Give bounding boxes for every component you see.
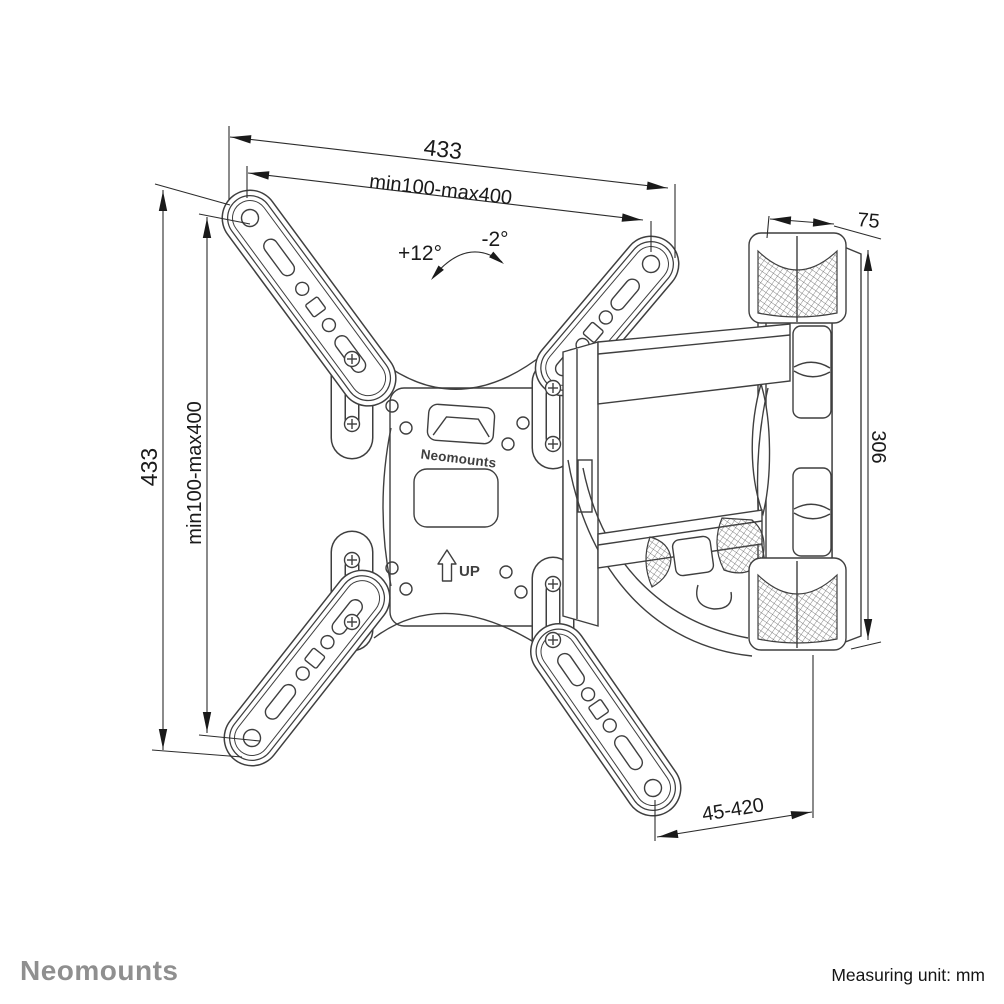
arrowhead (202, 712, 212, 732)
handle-slot (426, 403, 496, 445)
screw (544, 435, 562, 453)
screw (343, 551, 361, 569)
wall-plate-top-cover (748, 232, 847, 324)
arrowhead (621, 213, 642, 222)
arrowhead (812, 218, 833, 227)
vesa-screw-holes (385, 399, 530, 599)
vesa-arm-bottom-right (529, 623, 682, 817)
arrowhead (249, 171, 270, 180)
arrowhead (790, 811, 811, 820)
up-arrow-icon (437, 549, 457, 582)
arrowhead (646, 181, 667, 190)
arrowhead (158, 191, 168, 211)
dim-top-width: 433 (228, 126, 676, 258)
vesa-arm-top-left (221, 189, 397, 407)
arrowhead (863, 251, 873, 271)
arrowhead (489, 251, 504, 264)
swivel-arm (567, 323, 791, 657)
arrowhead (202, 218, 212, 238)
vesa-arm-bottom-left (223, 569, 391, 767)
brand-logo: Neomounts (20, 955, 179, 986)
up-label: UP (459, 563, 480, 580)
arrowhead (158, 729, 168, 749)
dim-wallplate-height: 306 (850, 250, 889, 650)
arrowhead (863, 619, 873, 639)
dim-wallplate-depth-label: 75 (856, 209, 880, 233)
arrowhead (771, 216, 792, 225)
dim-left-height: 433 (136, 183, 243, 758)
dim-wallplate-height-label: 306 (867, 430, 889, 463)
screw (544, 379, 562, 397)
screw (343, 613, 361, 631)
dim-left-vesa-label: min100-max400 (184, 401, 206, 544)
wall-hinge (792, 325, 832, 557)
tilt-annotation: +12° -2° (398, 228, 509, 280)
screw (544, 575, 562, 593)
plate-panel (413, 468, 499, 528)
dim-top-vesa-label: min100-max400 (368, 171, 513, 210)
arrowhead (431, 265, 444, 280)
wall-plate-bottom-cover (748, 557, 847, 651)
arrowhead (231, 135, 252, 144)
arrowhead (658, 829, 679, 838)
dim-top-width-label: 433 (422, 134, 463, 164)
upper-arm-link (597, 323, 791, 405)
plate-left-arc (382, 427, 392, 587)
dim-left-height-label: 433 (136, 448, 162, 486)
screw (544, 631, 562, 649)
tilt-bracket-column (562, 341, 599, 627)
plate-top-arch (373, 352, 546, 390)
measuring-unit-label: Measuring unit: mm (831, 965, 985, 985)
dim-left-vesa: min100-max400 (184, 213, 261, 742)
tilt-down-label: -2° (481, 228, 508, 251)
plate-bottom-arch (373, 612, 538, 645)
dim-wallplate-depth: 75 (766, 209, 882, 240)
bracket-screws (343, 350, 562, 649)
vesa-plate-details: Neomounts UP (385, 399, 530, 599)
screw (343, 415, 361, 433)
dim-arm-extension: 45-420 (654, 655, 814, 841)
cable-clip (645, 517, 765, 610)
tilt-up-label: +12° (398, 242, 442, 265)
screw (343, 350, 361, 368)
